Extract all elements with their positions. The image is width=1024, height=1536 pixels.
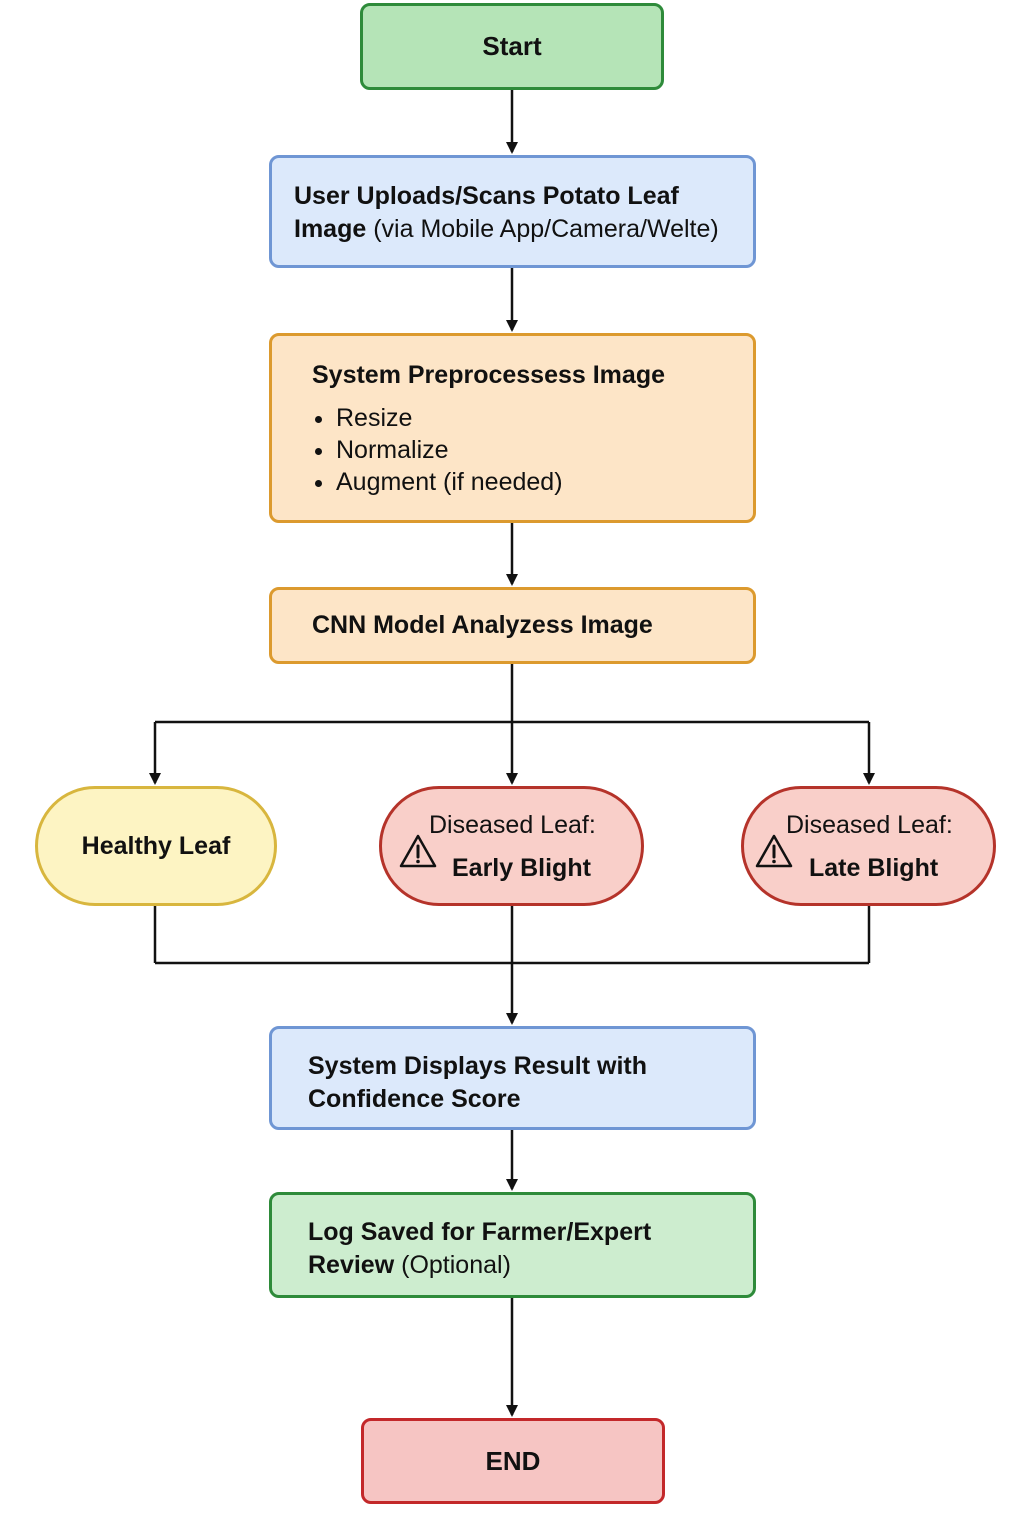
healthy-leaf-node: Healthy Leaf [35,786,277,906]
warning-triangle-icon [755,834,793,868]
log-saved-optional: (Optional) [401,1251,511,1279]
preprocess-steps: Resize Normalize Augment (if needed) [312,402,753,498]
log-saved-line1: Log Saved for Farmer/Expert [308,1218,652,1246]
display-result-line2: Confidence Score [308,1085,521,1113]
early-blight-line1: Diseased Leaf: [429,811,596,839]
healthy-leaf-label: Healthy Leaf [81,831,231,860]
late-blight-node: Diseased Leaf: Late Blight [741,786,996,906]
late-blight-line1: Diseased Leaf: [786,811,953,839]
preprocess-step-normalize: Normalize [336,434,753,466]
upload-label: User Uploads/Scans Potato Leaf Image [294,182,679,243]
early-blight-node: Diseased Leaf: Early Blight [379,786,644,906]
cnn-label: CNN Model Analyzess Image [312,611,653,639]
log-saved-node: Log Saved for Farmer/Expert Review (Opti… [269,1192,756,1298]
upload-note: (via Mobile App/Camera/Welte) [373,215,719,243]
start-label: Start [482,31,542,61]
log-saved-review: Review [308,1251,395,1279]
late-blight-line2: Late Blight [809,854,939,882]
warning-triangle-icon [399,834,437,868]
display-result-line1: System Displays Result with [308,1052,648,1080]
upload-node: User Uploads/Scans Potato Leaf Image (vi… [269,155,756,268]
preprocess-step-resize: Resize [336,402,753,434]
preprocess-title: System Preprocessess Image [312,361,665,389]
display-result-node: System Displays Result with Confidence S… [269,1026,756,1130]
preprocess-step-augment: Augment (if needed) [336,466,753,498]
end-node: END [361,1418,665,1504]
early-blight-line2: Early Blight [452,854,591,882]
cnn-node: CNN Model Analyzess Image [269,587,756,664]
preprocess-node: System Preprocessess Image Resize Normal… [269,333,756,523]
start-node: Start [360,3,664,90]
end-label: END [485,1445,541,1476]
